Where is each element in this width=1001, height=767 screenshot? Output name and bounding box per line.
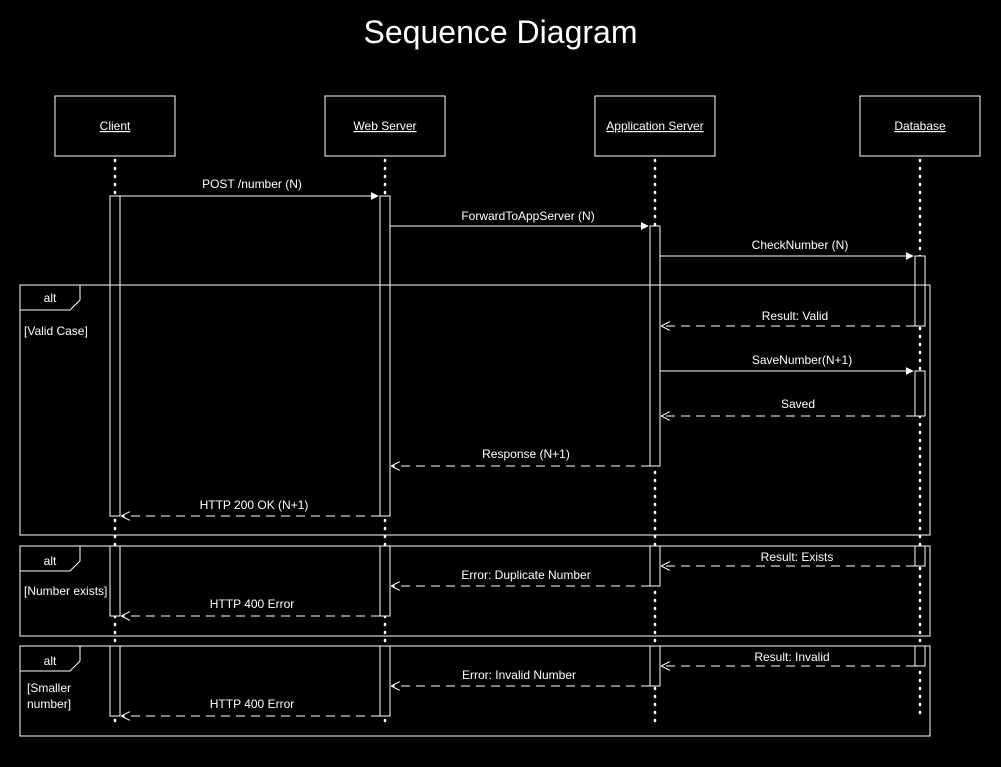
fragment-operator: alt [44, 654, 57, 668]
page-title: Sequence Diagram [363, 14, 638, 50]
message-label: SaveNumber(N+1) [752, 353, 852, 367]
participant-label: Web Server [353, 119, 416, 133]
fragment-operator: alt [44, 291, 57, 305]
message-label: Saved [781, 397, 815, 411]
message-label: Error: Duplicate Number [461, 568, 590, 582]
fragment-guard: [Smaller [27, 681, 71, 695]
message-label: HTTP 200 OK (N+1) [200, 498, 309, 512]
activation-bar [649, 645, 661, 687]
message-label: HTTP 400 Error [210, 597, 294, 611]
participant-web-server: Web Server [324, 95, 446, 157]
message-label: CheckNumber (N) [752, 238, 849, 252]
activation-bar [109, 645, 121, 717]
activation-bar [914, 545, 926, 567]
message-label: POST /number (N) [202, 177, 302, 191]
activation-bar [379, 195, 391, 517]
activation-bar [109, 545, 121, 617]
activation-bar [649, 225, 661, 467]
message-label: Error: Invalid Number [462, 668, 576, 682]
activation-bar [379, 645, 391, 717]
message-label: ForwardToAppServer (N) [461, 209, 594, 223]
message-label: Response (N+1) [482, 447, 570, 461]
activation-bar [914, 255, 926, 327]
participant-label: Client [100, 119, 131, 133]
participant-application-server: Application Server [594, 95, 716, 157]
activation-bar [649, 545, 661, 587]
message-label: Result: Invalid [754, 650, 829, 664]
participant-label: Database [894, 119, 946, 133]
fragment-guard: number] [27, 697, 71, 711]
alt-fragment-exists: alt [Number exists] [19, 545, 931, 637]
alt-fragment-valid: alt [Valid Case] [19, 284, 931, 536]
fragment-guard: [Valid Case] [24, 324, 88, 338]
activation-bar [379, 545, 391, 617]
message-label: Result: Valid [762, 309, 828, 323]
fragment-guard: [Number exists] [24, 584, 107, 598]
alt-fragment-smaller: alt [Smaller number] [19, 645, 931, 737]
participant-database: Database [859, 95, 981, 157]
participant-client: Client [54, 95, 176, 157]
activation-bar [914, 645, 926, 667]
participant-label: Application Server [606, 119, 703, 133]
activation-bar [109, 195, 121, 517]
fragment-operator: alt [44, 554, 57, 568]
message-label: HTTP 400 Error [210, 697, 294, 711]
message-label: Result: Exists [761, 550, 834, 564]
activation-bar [914, 370, 926, 417]
